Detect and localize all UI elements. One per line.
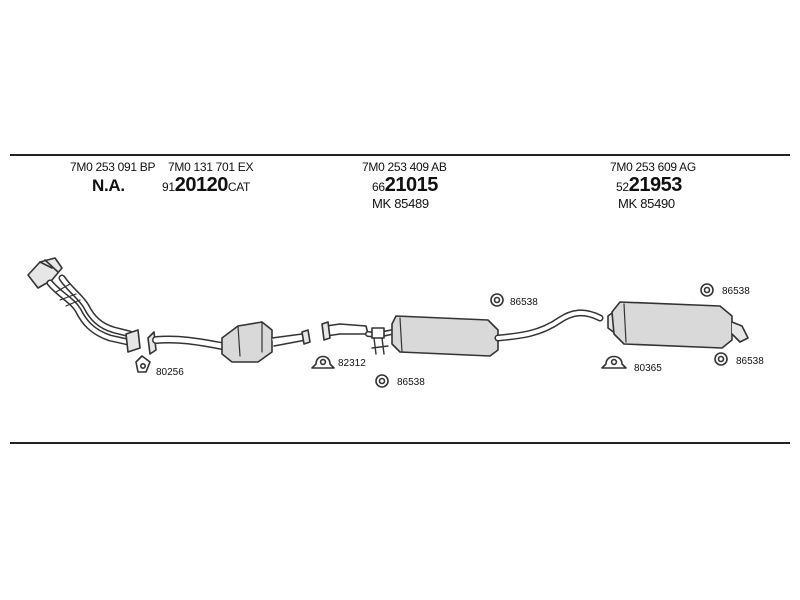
part-number-80365: 80365	[634, 363, 662, 374]
catalyst-suffix: CAT	[227, 180, 251, 194]
middle-silencer-mounting-kit: MK 85489	[372, 196, 429, 211]
middle-silencer-number: 6621015	[372, 174, 438, 197]
middle-silencer-drawing	[321, 309, 604, 357]
part-number-80256: 80256	[156, 367, 184, 378]
rear-silencer-drawing	[607, 301, 749, 349]
catalyst-prefix: 91	[162, 180, 175, 194]
part-number-86538-rear-upper: 86538	[722, 286, 750, 297]
rear-silencer-prefix: 52	[616, 180, 629, 194]
rear-silencer-number: 5221953	[616, 174, 682, 197]
part-number-86538-rear-lower: 86538	[736, 356, 764, 367]
part-code-rear-silencer: 7M0 253 609 AG	[610, 160, 696, 174]
front-pipe-drawing	[27, 257, 141, 353]
part-number-86538-middle-lower: 86538	[397, 377, 425, 388]
availability-front-pipe: N.A.	[92, 176, 125, 195]
catalyst-drawing	[147, 321, 311, 363]
part-number-86538-middle-upper: 86538	[510, 297, 538, 308]
catalyst-number: 9120120CAT	[162, 174, 250, 197]
middle-silencer-main-number: 21015	[384, 174, 439, 196]
hanger-drawings	[375, 283, 728, 388]
rear-silencer-main-number: 21953	[628, 174, 683, 196]
catalyst-main-number: 20120	[174, 174, 229, 196]
top-divider	[10, 154, 790, 156]
part-code-middle-silencer: 7M0 253 409 AB	[362, 160, 447, 174]
bottom-divider	[10, 442, 790, 444]
part-code-catalyst: 7M0 131 701 EX	[168, 160, 254, 174]
middle-silencer-prefix: 66	[372, 180, 385, 194]
part-code-front-pipe: 7M0 253 091 BP	[70, 160, 156, 174]
part-number-82312: 82312	[338, 358, 366, 369]
ring-drawings	[135, 355, 627, 373]
rear-silencer-mounting-kit: MK 85490	[618, 196, 675, 211]
